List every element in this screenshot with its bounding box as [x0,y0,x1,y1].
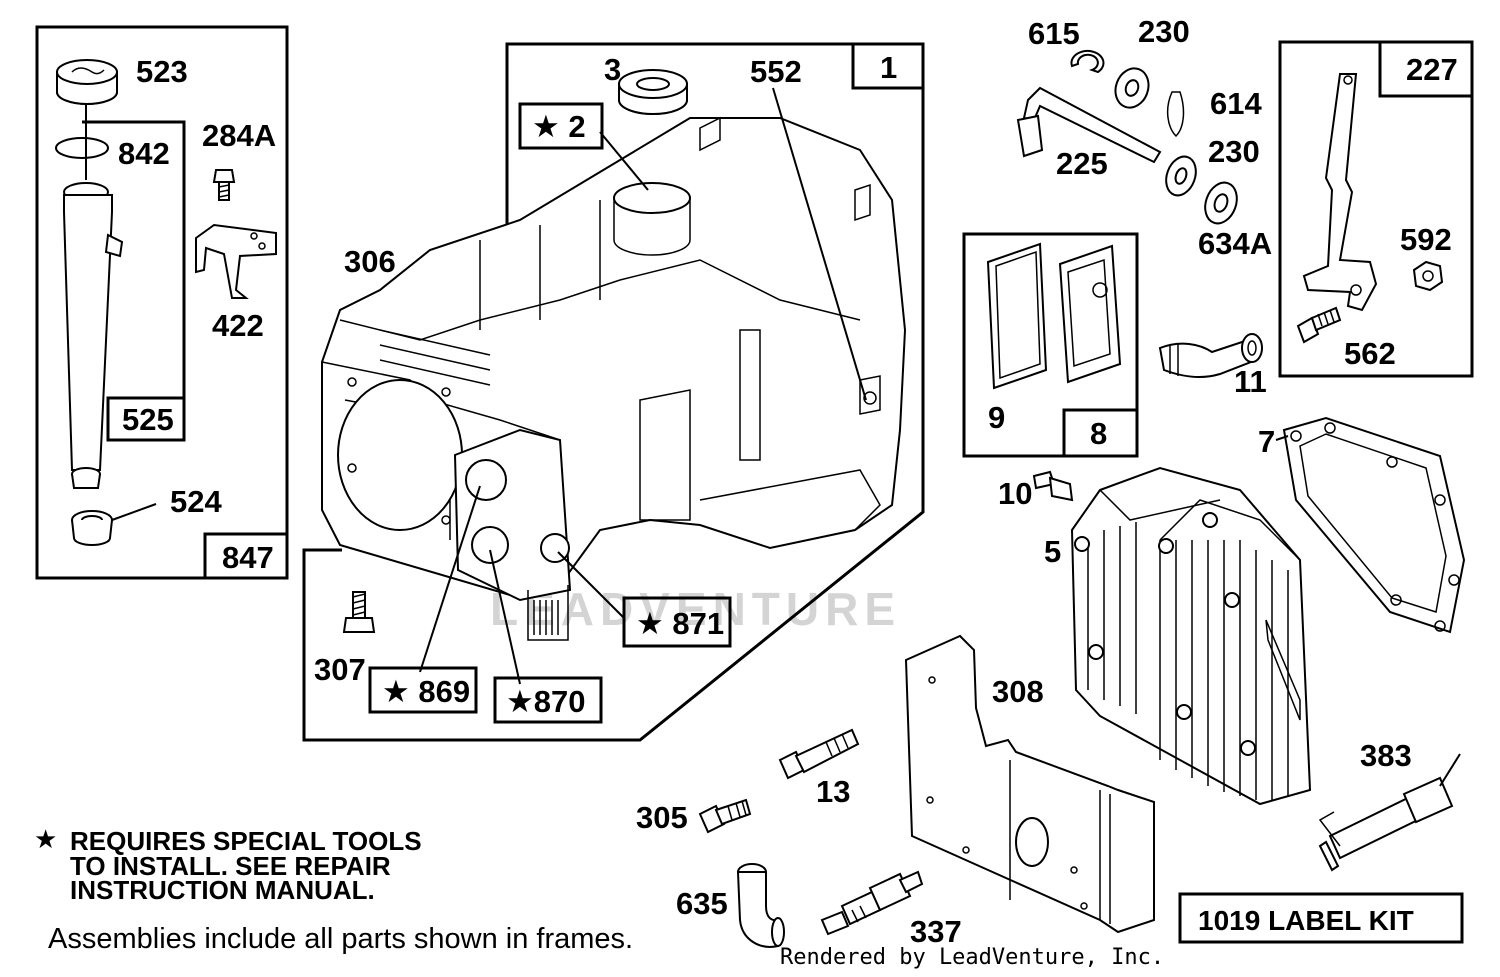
leader-524 [111,503,157,521]
callout-871-box [622,596,732,648]
label-1: 1 [880,50,897,85]
label-562: 562 [1344,336,1396,371]
label-9: 9 [988,400,1005,435]
label-842: 842 [118,136,170,171]
footnote-line-1: REQUIRES SPECIAL TOOLS [70,826,422,856]
footnote-line-2: TO INSTALL. SEE REPAIR [70,851,391,881]
spark-plug-337[interactable] [820,870,924,936]
frame-525 [82,120,186,442]
leader-2 [599,131,649,191]
grommet-524[interactable] [71,510,113,546]
label-337: 337 [910,914,962,949]
gasket-9[interactable] [986,242,1048,390]
assemblies-note: Assemblies include all parts shown in fr… [48,923,633,955]
label-230-bottom: 230 [1208,134,1260,169]
seal-3[interactable] [618,69,688,115]
leader-869 [419,485,481,673]
governor-shaft-225[interactable] [1016,86,1162,164]
bolt-562[interactable] [1296,306,1342,344]
label-227: 227 [1406,52,1458,87]
dipstick-tube[interactable] [63,182,124,489]
leader-870 [489,549,521,685]
washer-230-top[interactable] [1110,64,1154,113]
label-552: 552 [750,54,802,89]
leader-552 [772,87,867,401]
footnote-star: ★ [34,824,57,854]
nut-592[interactable] [1412,260,1444,292]
label-615: 615 [1028,16,1080,51]
label-614: 614 [1210,86,1262,121]
spark-tester-383[interactable] [1318,753,1461,872]
o-ring-842[interactable] [55,137,109,159]
render-credit: Rendered by LeadVenture, Inc. [780,945,1164,970]
callout-2-box [518,102,604,150]
label-kit-text: 1019 LABEL KIT [1198,905,1414,936]
cylinder-block-306[interactable] [321,116,907,641]
label-307: 307 [314,652,366,687]
label-634a: 634A [1198,226,1272,261]
label-5: 5 [1044,534,1061,569]
label-225: 225 [1056,146,1108,181]
label-592: 592 [1400,222,1452,257]
screw-284a[interactable] [212,169,236,201]
label-11: 11 [1234,364,1267,399]
label-871: ★ 871 [636,606,724,641]
frame-8 [962,232,1139,458]
governor-lever-227[interactable] [1302,73,1378,312]
label-523: 523 [136,54,188,89]
breather-cover-8[interactable] [1058,244,1122,384]
label-847: 847 [222,540,274,575]
bolt-13[interactable] [778,728,860,780]
label-13: 13 [816,774,850,809]
leader-871 [557,551,625,619]
bolt-305[interactable] [698,798,752,834]
label-10: 10 [998,476,1032,511]
label-524: 524 [170,484,222,519]
e-clip-615[interactable] [1070,49,1105,74]
label-kit-box [1178,892,1464,944]
label-869: ★ 869 [382,674,470,709]
frame-1 [302,42,925,742]
label-8: 8 [1090,416,1107,451]
bolt-307[interactable] [342,591,376,633]
dipstick-cap-523[interactable] [56,59,118,105]
bracket-422[interactable] [195,223,277,299]
label-3: 3 [604,52,621,87]
leader-7 [1275,435,1289,441]
shield-308[interactable] [904,634,1155,934]
label-306: 306 [344,244,396,279]
breather-tube-11[interactable] [1158,333,1263,378]
cotter-pin-614[interactable] [1166,91,1185,138]
frame-227 [1278,40,1474,378]
callout-869-box [368,666,478,714]
label-2: ★ 2 [532,109,586,144]
washer-634a[interactable] [1200,178,1243,228]
label-422: 422 [212,308,264,343]
label-525: 525 [122,402,174,437]
frame-847 [35,25,289,580]
footnote-line-3: INSTRUCTION MANUAL. [70,875,375,905]
label-383: 383 [1360,738,1412,773]
bolt-10[interactable] [1032,470,1074,502]
label-7: 7 [1258,424,1275,459]
washer-230-bottom[interactable] [1161,152,1201,199]
label-870: ★870 [506,684,586,719]
head-gasket-7[interactable] [1282,416,1466,634]
label-230-top: 230 [1138,14,1190,49]
elbow-635[interactable] [736,863,785,948]
cylinder-head-5[interactable] [1070,466,1312,806]
label-305: 305 [636,800,688,835]
label-635: 635 [676,886,728,921]
label-308: 308 [992,674,1044,709]
callout-870-box [493,676,603,724]
label-284a: 284A [202,118,276,153]
